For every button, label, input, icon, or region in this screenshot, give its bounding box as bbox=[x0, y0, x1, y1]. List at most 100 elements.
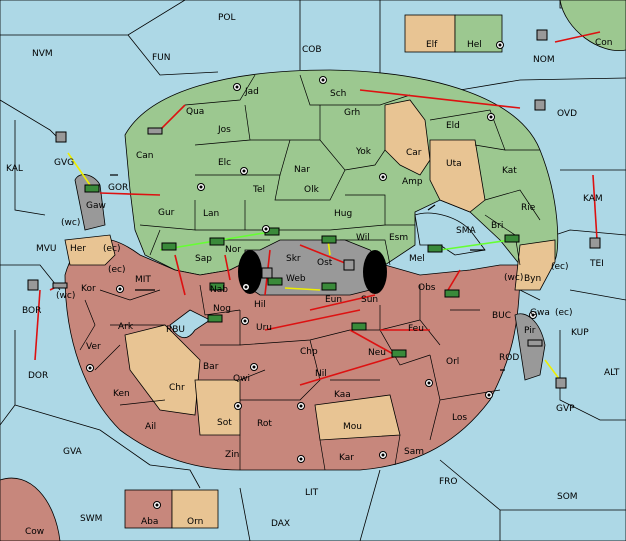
label-wc3: (wc) bbox=[56, 291, 75, 301]
territory-car[interactable] bbox=[384, 99, 431, 176]
label-hug: Hug bbox=[334, 209, 352, 219]
label-kam: KAM bbox=[583, 194, 603, 204]
sc-marker bbox=[241, 317, 249, 325]
label-sch: Sch bbox=[330, 89, 346, 99]
territory-pir[interactable] bbox=[514, 313, 546, 381]
territory-uta[interactable] bbox=[429, 139, 486, 213]
label-rie: Rie bbox=[521, 203, 536, 213]
unit-kor[interactable] bbox=[52, 282, 68, 289]
unit-ovd[interactable] bbox=[534, 99, 546, 111]
label-swm: SWM bbox=[80, 514, 102, 524]
sc-marker bbox=[297, 455, 305, 463]
unit-bor[interactable] bbox=[27, 279, 39, 291]
unit-nog[interactable] bbox=[207, 314, 223, 323]
label-ail: Ail bbox=[145, 422, 156, 432]
unit-sun[interactable] bbox=[351, 322, 367, 331]
label-pol: POL bbox=[218, 13, 236, 23]
label-olk: Olk bbox=[304, 185, 320, 195]
label-bri: Bri bbox=[491, 221, 503, 231]
label-zin: Zin bbox=[225, 450, 239, 460]
label-tei: TEI bbox=[589, 259, 604, 269]
territory-labels: POL NVM FUN COB Elf Hel Con NOM KAL Jad … bbox=[6, 13, 620, 537]
unit-sma[interactable] bbox=[504, 234, 520, 243]
unit-ost2[interactable] bbox=[343, 259, 355, 271]
unit-con[interactable] bbox=[536, 29, 548, 41]
label-esm: Esm bbox=[389, 233, 408, 243]
label-ken: Ken bbox=[113, 389, 130, 399]
label-lan: Lan bbox=[203, 209, 219, 219]
label-rot: Rot bbox=[257, 419, 272, 429]
label-gvp: GVP bbox=[556, 404, 575, 414]
label-chr: Chr bbox=[169, 383, 185, 393]
unit-eun[interactable] bbox=[321, 282, 337, 291]
territory-orn[interactable] bbox=[171, 489, 219, 529]
label-dax: DAX bbox=[271, 519, 290, 529]
label-kal: KAL bbox=[6, 164, 23, 174]
unit-nab[interactable] bbox=[209, 282, 225, 291]
label-nor: Nor bbox=[225, 245, 241, 255]
unit-neu[interactable] bbox=[391, 349, 407, 358]
label-lit: LIT bbox=[305, 488, 319, 498]
label-los: Los bbox=[452, 413, 467, 423]
territory-borders bbox=[79, 74, 541, 471]
label-ost: Ost bbox=[317, 258, 333, 268]
sc-marker bbox=[297, 402, 305, 410]
label-ec2: (ec) bbox=[551, 262, 569, 272]
unit-gvp[interactable] bbox=[555, 377, 567, 389]
label-neu: Neu bbox=[368, 348, 386, 358]
label-eld: Eld bbox=[446, 121, 460, 131]
label-ec4: (ec) bbox=[555, 308, 573, 318]
label-uta: Uta bbox=[446, 159, 462, 169]
sc-marker bbox=[379, 451, 387, 459]
label-wc1: (wc) bbox=[61, 218, 80, 228]
label-gur: Gur bbox=[158, 208, 175, 218]
unit-pir[interactable] bbox=[527, 339, 543, 347]
label-ec3: (ec) bbox=[108, 265, 126, 275]
label-her: Her bbox=[70, 244, 86, 254]
unit-web[interactable] bbox=[261, 267, 283, 286]
unit-can[interactable] bbox=[147, 127, 163, 135]
unit-ost[interactable] bbox=[321, 235, 337, 244]
label-nom: NOM bbox=[533, 55, 555, 65]
label-ark: Ark bbox=[118, 322, 134, 332]
label-sun: Sun bbox=[361, 295, 378, 305]
unit-sap[interactable] bbox=[161, 242, 177, 251]
unit-gaw[interactable] bbox=[84, 184, 100, 193]
label-ver: Ver bbox=[86, 342, 101, 352]
units bbox=[27, 29, 601, 389]
label-rod: ROD bbox=[499, 353, 519, 363]
label-nab: Nab bbox=[210, 285, 228, 295]
unit-tei[interactable] bbox=[589, 237, 601, 249]
label-gaw: Gaw bbox=[86, 201, 106, 211]
sc-marker bbox=[116, 285, 124, 293]
label-ovd: OVD bbox=[557, 109, 577, 119]
label-byn: Byn bbox=[524, 274, 541, 284]
unit-nor[interactable] bbox=[209, 237, 225, 246]
territory-byn[interactable] bbox=[514, 239, 556, 291]
territory-elf[interactable] bbox=[404, 14, 456, 53]
label-wil: Wil bbox=[356, 233, 370, 243]
label-gvg: GVG bbox=[54, 158, 74, 168]
unit-obs[interactable] bbox=[444, 289, 460, 298]
label-nog: Nog bbox=[213, 304, 231, 314]
label-buc: BUC bbox=[492, 311, 511, 321]
label-yok: Yok bbox=[355, 147, 372, 157]
label-kat: Kat bbox=[502, 166, 517, 176]
label-kaa: Kaa bbox=[334, 390, 351, 400]
territory-her[interactable] bbox=[64, 234, 116, 266]
label-mvu: MVU bbox=[36, 244, 57, 254]
label-nil: Nil bbox=[315, 369, 327, 379]
territory-hel[interactable] bbox=[454, 14, 503, 53]
label-hel: Hel bbox=[467, 40, 482, 50]
label-cob: COB bbox=[302, 45, 322, 55]
keep-left-tower bbox=[238, 250, 262, 294]
unit-gvg[interactable] bbox=[55, 131, 67, 143]
label-bor: BOR bbox=[22, 306, 41, 316]
label-fun: FUN bbox=[152, 53, 171, 63]
label-mit: MIT bbox=[135, 275, 151, 285]
sc-marker bbox=[242, 283, 250, 291]
unit-mel[interactable] bbox=[427, 244, 443, 253]
label-can: Can bbox=[136, 151, 154, 161]
label-rbu: RBU bbox=[166, 325, 185, 335]
